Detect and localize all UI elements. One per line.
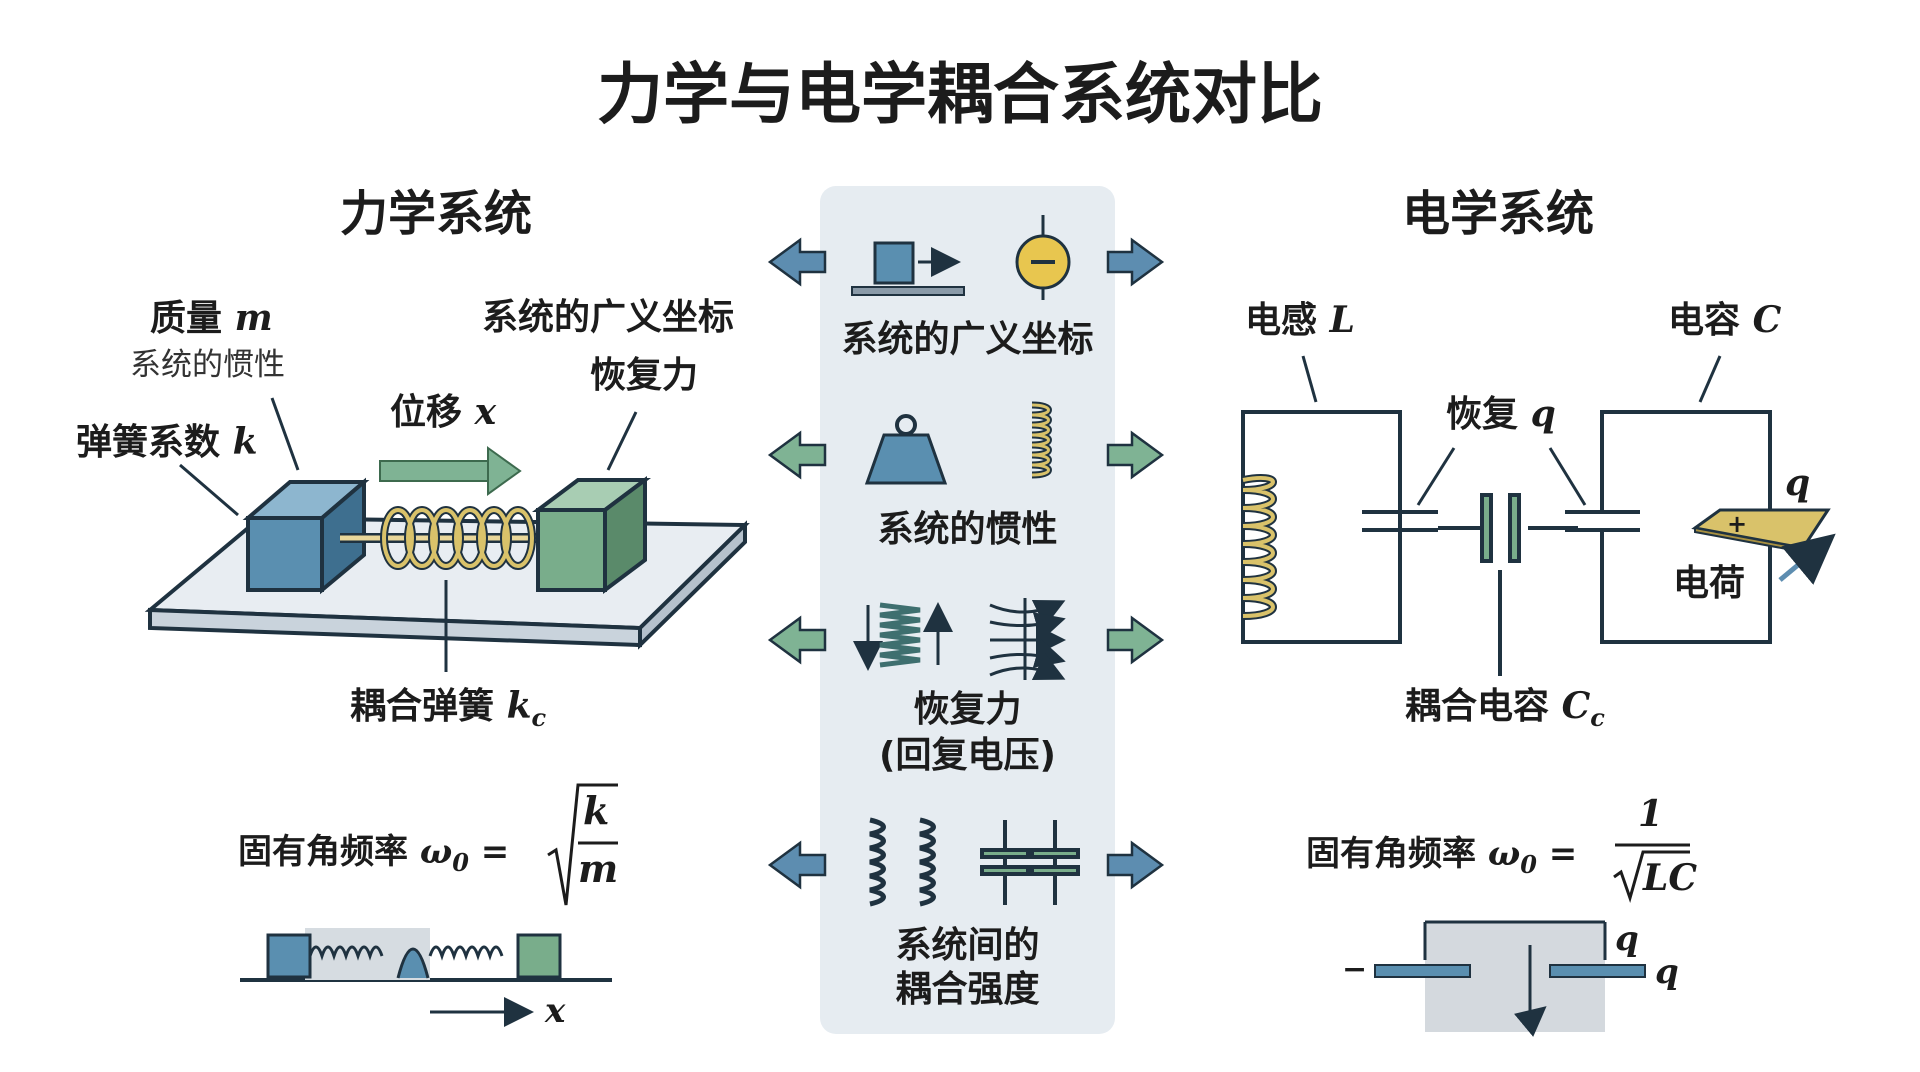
freq-denominator-m: m <box>578 846 619 891</box>
coupling-spring-label: 耦合弹簧 kc <box>350 685 547 733</box>
electrical-heading: 电学系统 <box>1402 186 1595 242</box>
arrow-right-row2 <box>1106 430 1165 480</box>
parallel-plates <box>1374 920 1646 1037</box>
arrow-right-row4 <box>1106 840 1165 890</box>
row-restoring-force: 恢复力 <box>913 689 1022 730</box>
spring-coil-icon <box>1031 401 1052 479</box>
restore-q-label: 恢复 q <box>1446 393 1556 435</box>
plus-sign: + <box>1727 510 1748 538</box>
charge-plate <box>1691 508 1836 585</box>
block-on-track-icon <box>851 241 965 296</box>
field-lines-icon <box>989 598 1066 681</box>
mass-block-blue <box>242 477 370 595</box>
spring-constant-label: 弹簧系数 k <box>76 421 258 463</box>
electrical-leader-lines <box>1301 355 1722 506</box>
arrow-right-row1 <box>1106 237 1165 287</box>
arrow-left-row1 <box>767 237 827 287</box>
mechanical-frequency-formula: 固有角频率 ω0 = <box>238 832 510 877</box>
arrow-right-row3 <box>1106 615 1165 665</box>
arrow-left-row2 <box>767 430 827 480</box>
freq-denominator-lc: LC <box>1643 857 1697 899</box>
twin-springs-icon <box>869 817 936 907</box>
capacitor-label: 电容 C <box>1668 299 1782 341</box>
mass-label: 质量 m <box>150 297 273 339</box>
freq-numerator-k: k <box>583 788 610 833</box>
mechanical-leader-lines <box>179 397 638 672</box>
coupling-spring-drawing <box>340 506 540 570</box>
mass-note: 系统的惯性 <box>130 347 285 383</box>
weight-icon <box>864 414 948 485</box>
charge-q-symbol: q <box>1785 462 1811 504</box>
arrow-left-row4 <box>767 840 827 890</box>
mechanical-heading: 力学系统 <box>340 186 533 242</box>
freq-numerator-1: 1 <box>1638 793 1664 835</box>
sqrt-right <box>1613 843 1690 904</box>
inductor-coil <box>1242 473 1277 620</box>
row-restoring-voltage: (回复电压) <box>879 735 1056 776</box>
twin-capacitors-icon <box>980 820 1080 905</box>
arrow-left-row3 <box>767 615 827 665</box>
page-title: 力学与电学耦合系统对比 <box>597 56 1323 133</box>
mini-oscillator <box>240 928 612 1027</box>
electrical-frequency-formula: 固有角频率 ω0 = <box>1306 834 1578 879</box>
plate-q-lower: q <box>1655 952 1679 992</box>
side-arrows <box>767 237 1165 890</box>
row-coupling-line1: 系统间的 <box>895 925 1040 966</box>
charge-minus-icon <box>1015 215 1071 300</box>
row-inertia: 系统的惯性 <box>877 509 1058 550</box>
row-coupling-line2: 耦合强度 <box>895 969 1040 1010</box>
restoring-force-label: 恢复力 <box>590 355 699 396</box>
sqrt-left <box>547 783 618 906</box>
axis-x-label: x <box>545 991 566 1031</box>
coupling-capacitor-label: 耦合电容 Cc <box>1405 685 1605 733</box>
compressed-spring-icon <box>853 602 953 671</box>
inductor-label: 电感 L <box>1245 299 1355 341</box>
plate-minus-sign: − <box>1342 952 1368 987</box>
plate-q-upper: q <box>1615 919 1639 959</box>
coupling-capacitor <box>1438 493 1578 676</box>
displacement-label: 位移 x <box>390 391 497 433</box>
row-generalized-coordinate: 系统的广义坐标 <box>841 319 1094 360</box>
generalized-coordinate-label: 系统的广义坐标 <box>482 297 735 338</box>
displacement-arrow <box>379 446 522 496</box>
charge-label: 电荷 <box>1673 563 1746 604</box>
mass-block-green <box>532 476 651 594</box>
